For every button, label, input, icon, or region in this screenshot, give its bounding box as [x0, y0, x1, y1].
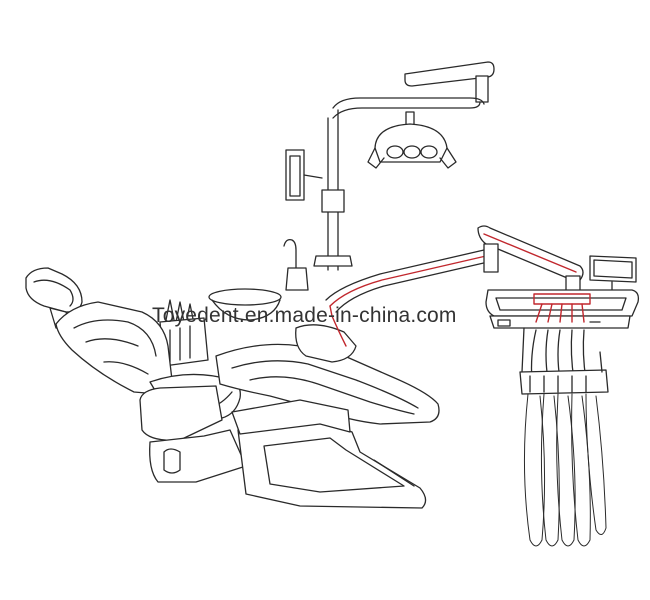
doctor-tray — [485, 289, 640, 329]
lamp-post — [313, 109, 353, 271]
spittoon — [208, 238, 309, 321]
delivery-arm — [325, 225, 584, 347]
doctor-monitor — [589, 255, 637, 293]
assistant-instruments — [159, 299, 209, 367]
chair-base — [139, 385, 427, 509]
post-monitor — [285, 149, 323, 201]
watermark-text: Toyedent.en.made-in-china.com — [152, 304, 457, 327]
handpieces — [519, 303, 609, 547]
operating-lamp — [332, 61, 495, 169]
chair-seat — [215, 324, 440, 425]
